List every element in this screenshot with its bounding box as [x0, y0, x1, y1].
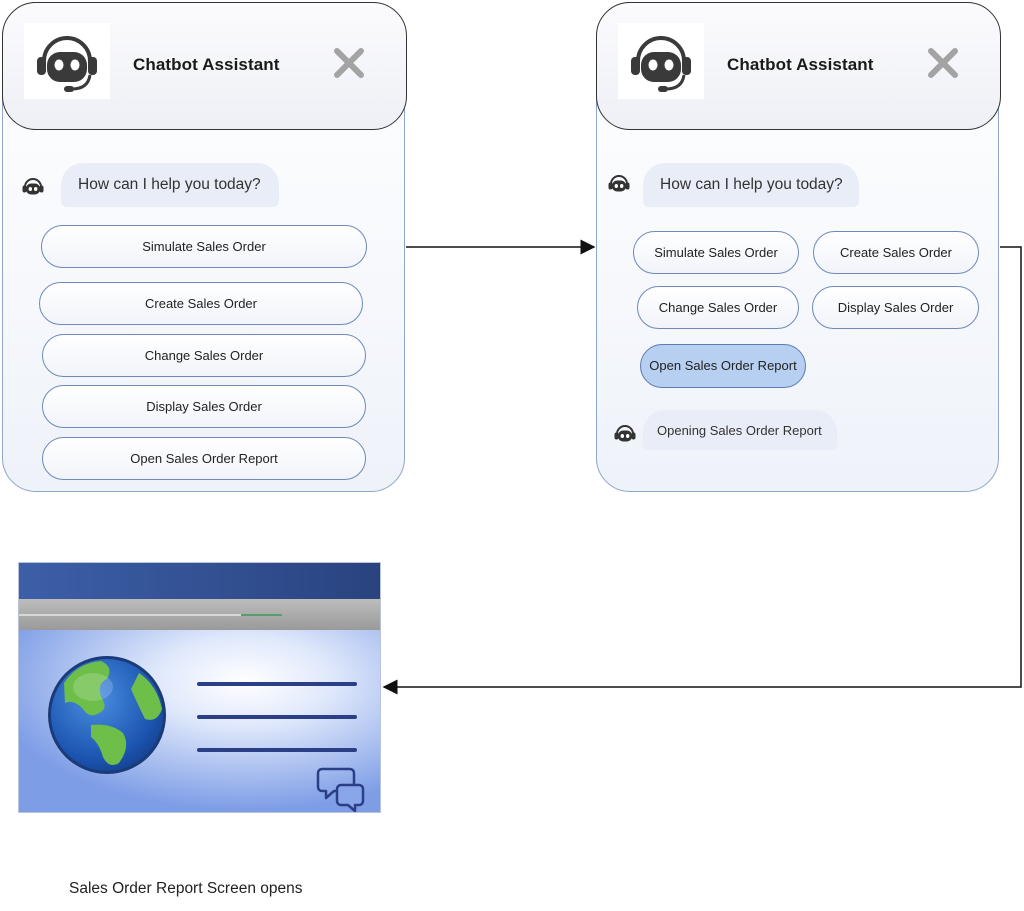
- display-sales-order-button[interactable]: Display Sales Order: [42, 385, 366, 428]
- close-icon[interactable]: [926, 46, 960, 80]
- open-sales-order-report-button-selected[interactable]: Open Sales Order Report: [640, 344, 806, 388]
- change-sales-order-button[interactable]: Change Sales Order: [637, 286, 799, 329]
- bot-message-bubble: How can I help you today?: [643, 163, 859, 207]
- chatbot-header: Chatbot Assistant: [596, 2, 1001, 130]
- chatbot-title: Chatbot Assistant: [727, 55, 874, 74]
- open-sales-order-report-button[interactable]: Open Sales Order Report: [42, 437, 366, 480]
- chatbot-title: Chatbot Assistant: [133, 55, 280, 74]
- bot-icon: [611, 422, 639, 446]
- chatbot-header: Chatbot Assistant: [2, 2, 407, 130]
- create-sales-order-button[interactable]: Create Sales Order: [813, 231, 979, 274]
- bot-icon: [19, 175, 47, 199]
- display-sales-order-button[interactable]: Display Sales Order: [812, 286, 979, 329]
- simulate-sales-order-button[interactable]: Simulate Sales Order: [41, 225, 367, 268]
- caption: Sales Order Report Screen opens: [69, 880, 303, 897]
- bot-response-bubble: Opening Sales Order Report: [643, 410, 837, 450]
- change-sales-order-button[interactable]: Change Sales Order: [42, 334, 366, 377]
- simulate-sales-order-button[interactable]: Simulate Sales Order: [633, 231, 799, 274]
- headset-robot-icon: [24, 23, 110, 99]
- close-icon[interactable]: [332, 46, 366, 80]
- sales-order-report-screen: [18, 562, 381, 813]
- chat-bubbles-icon: [316, 767, 365, 812]
- bot-icon: [605, 172, 633, 196]
- globe-icon: [48, 656, 166, 774]
- chatbot-panel-initial: Chatbot Assistant How can I help you tod…: [2, 2, 407, 492]
- headset-robot-icon: [618, 23, 704, 99]
- bot-message-bubble: How can I help you today?: [61, 163, 279, 207]
- chatbot-panel-after: Chatbot Assistant How can I help you tod…: [596, 2, 1001, 492]
- create-sales-order-button[interactable]: Create Sales Order: [39, 282, 363, 325]
